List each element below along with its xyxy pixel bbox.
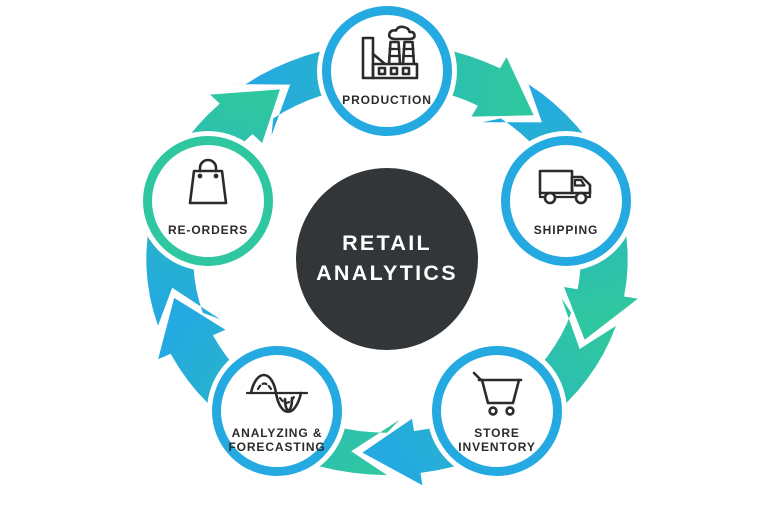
- bag-icon: [188, 158, 228, 205]
- node-ring: [322, 6, 452, 136]
- node-label: ANALYZING &: [232, 426, 323, 440]
- node-analyzing-forecasting: ANALYZING & FORECASTING: [207, 341, 347, 481]
- node-label: SHIPPING: [534, 223, 599, 237]
- center-title-line2: ANALYTICS: [316, 261, 458, 285]
- node-label: PRODUCTION: [342, 93, 432, 107]
- arrow-store-inventory-to-analyzing-forecasting: [362, 298, 635, 486]
- node-ring: [212, 346, 342, 476]
- node-store-inventory: STORE INVENTORY: [427, 341, 567, 481]
- center-title-line1: RETAIL: [342, 231, 432, 255]
- center-circle: RETAIL ANALYTICS: [296, 168, 478, 350]
- wave-icon: [245, 373, 309, 413]
- node-re-orders: RE-ORDERS: [138, 131, 278, 271]
- node-label: RE-ORDERS: [168, 223, 248, 237]
- cart-icon: [472, 371, 523, 416]
- factory-icon: [361, 25, 419, 80]
- node-production: PRODUCTION: [317, 1, 457, 141]
- node-shipping: SHIPPING: [496, 131, 636, 271]
- node-ring: [501, 136, 631, 266]
- node-label: STORE: [474, 426, 520, 440]
- arrow-shipping-to-store-inventory: [482, 65, 638, 340]
- node-ring: [143, 136, 273, 266]
- arrow-analyzing-forecasting-to-re-orders: [158, 297, 405, 487]
- node-label: FORECASTING: [228, 440, 325, 454]
- node-label: INVENTORY: [458, 440, 535, 454]
- truck-icon: [538, 169, 592, 205]
- center-disc: [296, 168, 478, 350]
